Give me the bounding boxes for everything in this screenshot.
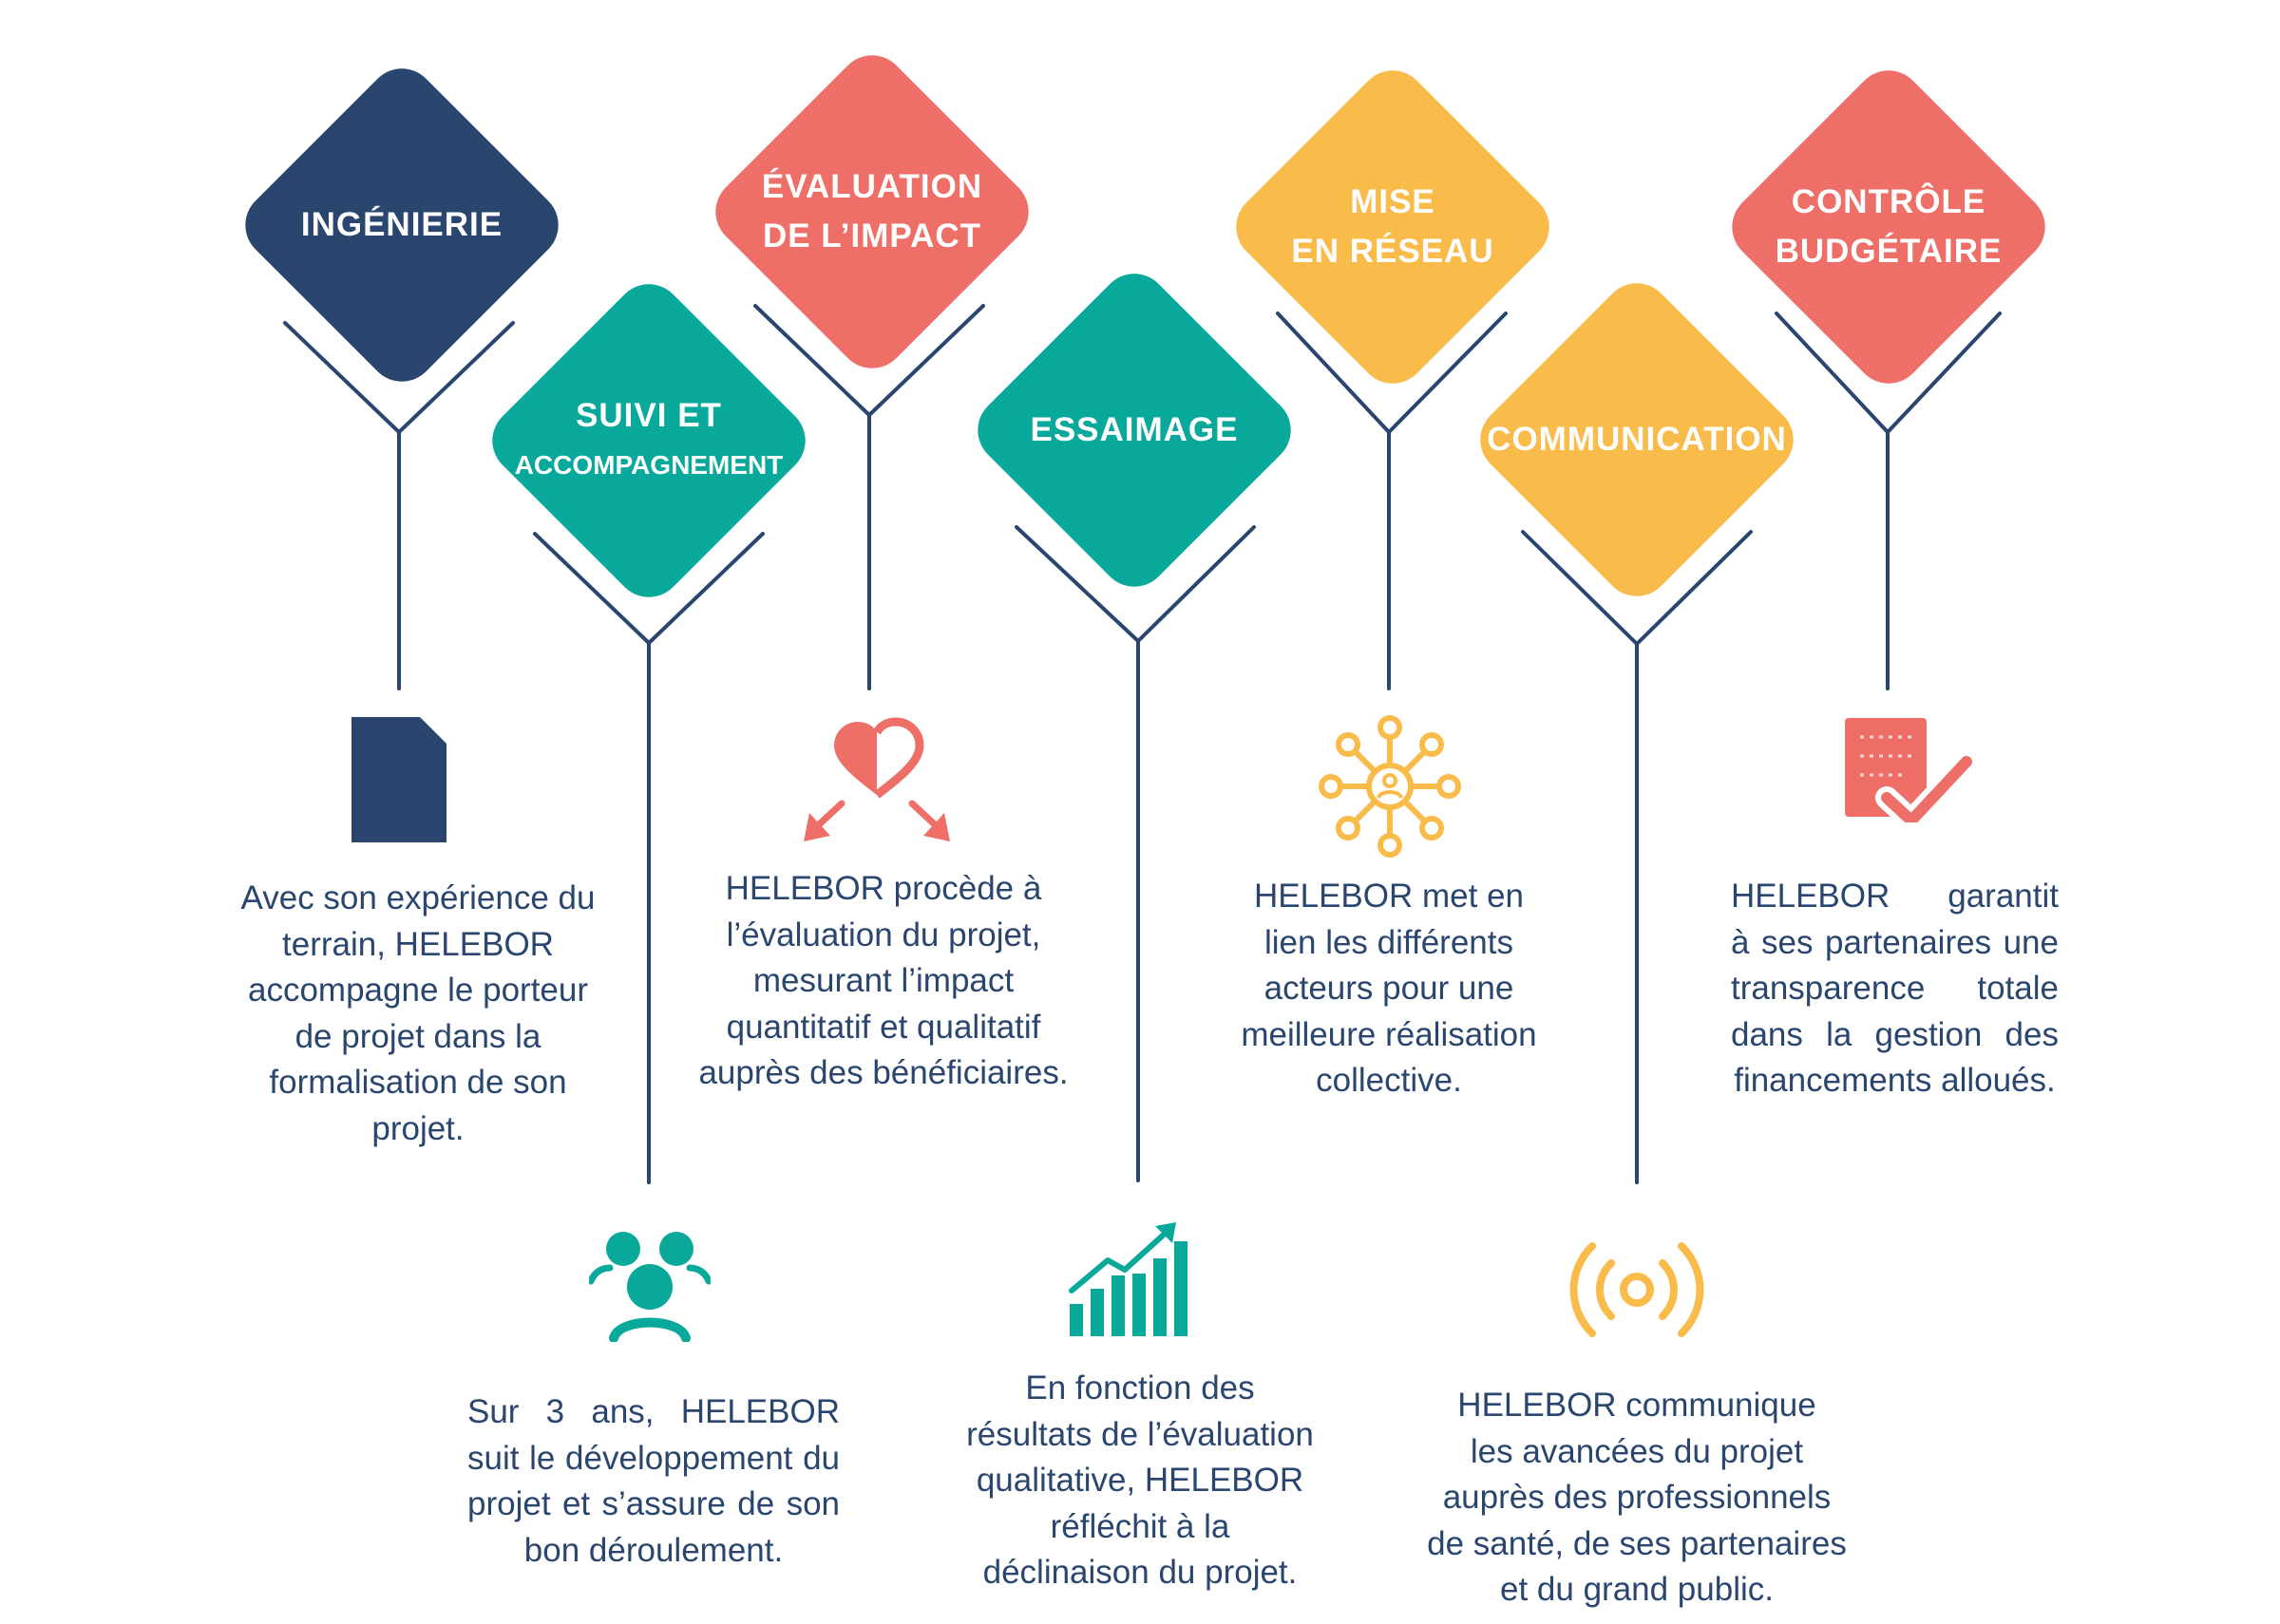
network-icon (1319, 715, 1461, 858)
heart-arrows-icon (804, 717, 950, 841)
diamond-evaluation: ÉVALUATION DE L’IMPACT (701, 41, 1043, 383)
diamond-ingenierie: INGÉNIERIE (231, 54, 573, 396)
diamond-label: ÉVALUATION DE L’IMPACT (761, 168, 983, 255)
connector-essaimage (1015, 525, 1256, 1182)
description-suivi: Sur 3 ans, HELEBOR suit le développement… (467, 1393, 840, 1569)
diamond-suivi: SUIVI ET ACCOMPAGNEMENT (478, 270, 820, 612)
diamond-essaimage: ESSAIMAGE (963, 259, 1305, 601)
description-reseau: HELEBOR met en lien les différents acteu… (1241, 878, 1537, 1099)
diamond-label: SUIVI ET ACCOMPAGNEMENT (514, 397, 784, 480)
team-icon (589, 1232, 711, 1342)
broadcast-icon (1569, 1242, 1704, 1337)
diamond-reseau: MISE EN RÉSEAU (1222, 56, 1564, 398)
connector-ingenierie (283, 321, 515, 690)
connector-controle (1775, 312, 2002, 690)
diamond-communication: COMMUNICATION (1466, 269, 1808, 611)
connector-communication (1521, 530, 1753, 1184)
growth-chart-icon (1069, 1222, 1188, 1336)
description-evaluation: HELEBOR procède à l’évaluation du projet… (698, 870, 1069, 1091)
diamond-label: INGÉNIERIE (300, 206, 504, 243)
connector-suivi (533, 532, 765, 1184)
diamond-label: MISE EN RÉSEAU (1291, 183, 1494, 270)
description-controle: HELEBOR garantit à ses partenaires une t… (1731, 878, 2059, 1099)
diamond-label: COMMUNICATION (1487, 421, 1787, 458)
description-ingenierie: Avec son expérience du terrain, HELEBOR … (240, 879, 596, 1147)
description-communication: HELEBOR communique les avancées du proje… (1427, 1387, 1847, 1608)
description-essaimage: En fonction des résultats de l’évaluatio… (966, 1369, 1314, 1591)
connector-evaluation (753, 304, 985, 690)
diamond-controle: CONTRÔLE BUDGÉTAIRE (1718, 56, 2060, 398)
document-icon (352, 717, 446, 842)
connector-reseau (1276, 312, 1508, 690)
budget-check-icon (1845, 718, 1978, 822)
diamond-label: CONTRÔLE BUDGÉTAIRE (1775, 183, 2003, 270)
diamond-label: ESSAIMAGE (1030, 411, 1239, 448)
